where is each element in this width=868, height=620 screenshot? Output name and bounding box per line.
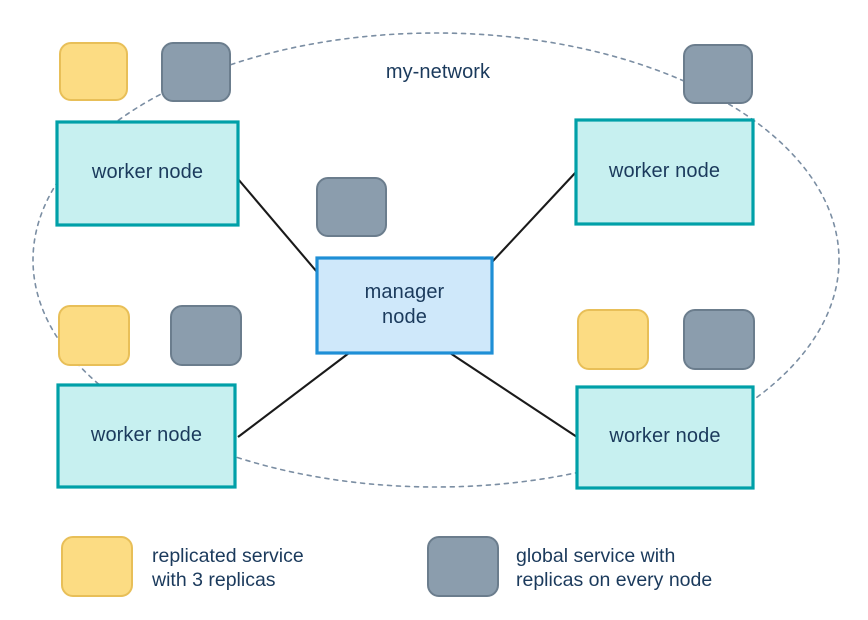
- legend-replicated-label: replicated service with 3 replicas: [152, 545, 304, 591]
- service-replicated-box: [59, 42, 128, 101]
- legend-global-swatch: [427, 536, 499, 597]
- service-group: [58, 42, 755, 370]
- service-global-box: [316, 177, 387, 237]
- node-box-worker-bottom-left[interactable]: [56, 383, 237, 489]
- legend-global-label: global service with replicas on every no…: [516, 545, 713, 591]
- node-box-manager[interactable]: [315, 256, 494, 355]
- connector-line: [237, 352, 350, 438]
- connector-line: [237, 178, 318, 273]
- network-boundary-group: [32, 32, 840, 488]
- connector-line: [491, 171, 577, 263]
- network-boundary-ellipse: [32, 32, 840, 488]
- service-global-box: [161, 42, 231, 102]
- node-group: [55, 118, 755, 490]
- node-box-worker-bottom-right[interactable]: [575, 385, 755, 490]
- service-replicated-box: [577, 309, 649, 370]
- node-box-worker-top-right[interactable]: [574, 118, 755, 226]
- service-global-box: [683, 44, 753, 104]
- node-box-worker-top-left[interactable]: [55, 120, 240, 227]
- network-name-label: my-network: [385, 61, 491, 83]
- legend-swatch-group: [61, 536, 499, 597]
- service-global-box: [170, 305, 242, 366]
- service-global-box: [683, 309, 755, 370]
- service-replicated-box: [58, 305, 130, 366]
- connector-group: [237, 171, 578, 438]
- legend-replicated-swatch: [61, 536, 133, 597]
- connector-line: [449, 352, 578, 438]
